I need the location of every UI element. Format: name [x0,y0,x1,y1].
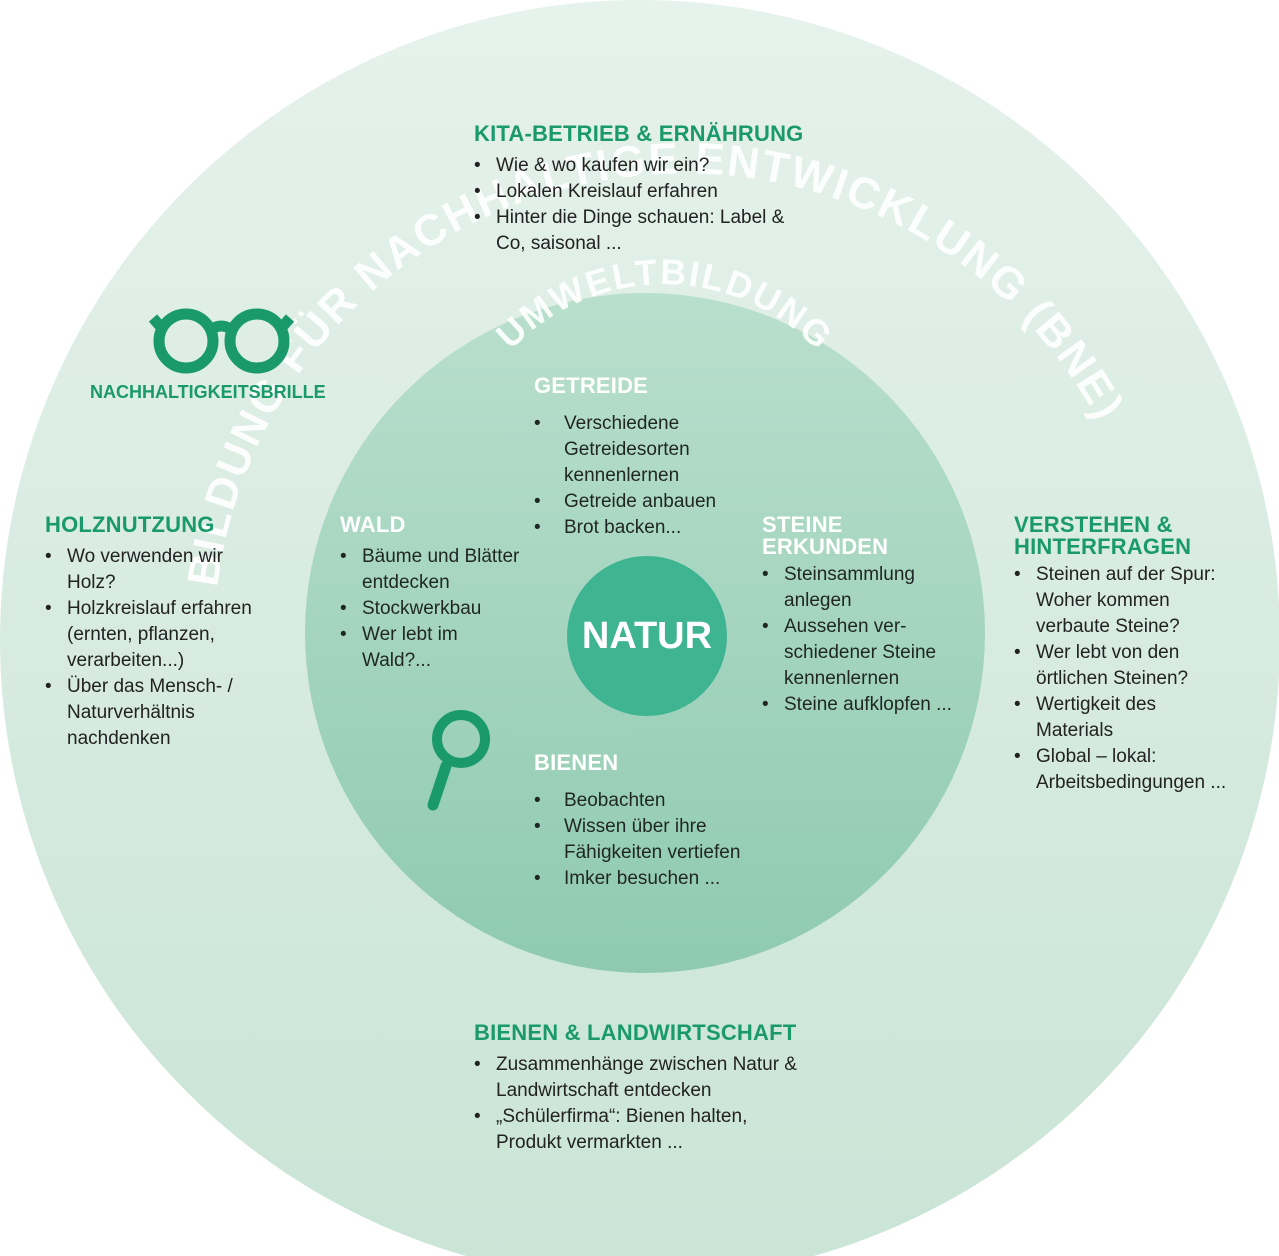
section-bienen: BIENEN Beobachten Wissen über ihre Fähig… [534,750,784,893]
list-item: Wie & wo kaufen wir ein? [474,153,854,179]
list-item: Wer lebt im Wald?... [340,622,492,674]
section-steine-erkunden: STEINE ERKUNDEN Steinsammlung anlegen Au… [762,514,980,719]
list-item: Hinter die Dinge schauen: Label & Co, sa… [474,205,786,257]
list-item: Aussehen ver- schiedener Steine kennenle… [762,614,984,692]
section-wald: WALD Bäume und Blätter entdecken Stockwe… [340,514,540,674]
list-item: Imker besuchen ... [534,866,784,892]
section-title: GETREIDE [534,373,649,398]
section-holznutzung: HOLZNUTZUNG Wo verwenden wir Holz? Holzk… [45,514,285,752]
center-label-natur: NATUR [581,614,713,657]
glasses-label: NACHHALTIGKEITSBRILLE [90,382,326,402]
magnifier-icon [427,710,490,811]
section-bienen-landwirtschaft: BIENEN & LANDWIRTSCHAFT Zusammenhänge zw… [474,1022,854,1156]
title-line: HINTERFRAGEN [1014,534,1192,559]
list-item: Beobachten [534,788,784,814]
section-title: STEINE ERKUNDEN [762,514,980,558]
list-item: Holzkreislauf erfahren (ernten, pflanzen… [45,596,285,674]
list-item: Wo verwenden wir Holz? [45,544,227,596]
list-item: Wer lebt von den örtlichen Steinen? [1014,640,1226,692]
title-line: ERKUNDEN [762,534,889,559]
section-title: KITA-BETRIEB & ERNÄHRUNG [474,121,804,146]
section-kita-betrieb: KITA-BETRIEB & ERNÄHRUNG Wie & wo kaufen… [474,123,854,257]
list-item: Getreide anbauen [534,489,744,515]
section-title: HOLZNUTZUNG [45,512,215,537]
glasses-icon [148,308,295,374]
list-item: Verschiedene Getreidesorten kennenlernen [534,411,734,489]
list-item: Wissen über ihre Fähigkeiten vertiefen [534,814,804,866]
list-item: Lokalen Kreislauf erfahren [474,179,854,205]
section-title: BIENEN & LANDWIRTSCHAFT [474,1020,797,1045]
list-item: Steinsammlung anlegen [762,562,964,614]
list-item: Global – lokal: Arbeitsbedingungen ... [1014,744,1261,796]
section-title: VERSTEHEN & HINTERFRAGEN [1014,514,1259,558]
list-item: Über das Mensch- / Naturverhältnis nachd… [45,674,267,752]
section-title: WALD [340,512,406,537]
list-item: Steinen auf der Spur: Woher kommen verba… [1014,562,1246,640]
list-item: Brot backen... [534,515,744,541]
section-verstehen-hinterfragen: VERSTEHEN & HINTERFRAGEN Steinen auf der… [1014,514,1259,796]
title-line: STEINE [762,512,843,537]
list-item: Zusammenhänge zwischen Natur & Landwirts… [474,1052,836,1104]
section-title: BIENEN [534,750,619,775]
list-item: Stockwerkbau [340,596,540,622]
center-circle [567,556,727,716]
list-item: „Schülerfirma“: Bienen halten, Produkt v… [474,1104,816,1156]
title-line: VERSTEHEN & [1014,512,1173,537]
list-item: Steine aufklopfen ... [762,692,980,718]
list-item: Bäume und Blätter entdecken [340,544,540,596]
section-getreide: GETREIDE Verschiedene Getreidesorten ken… [534,373,744,542]
list-item: Wertigkeit des Materials [1014,692,1206,744]
